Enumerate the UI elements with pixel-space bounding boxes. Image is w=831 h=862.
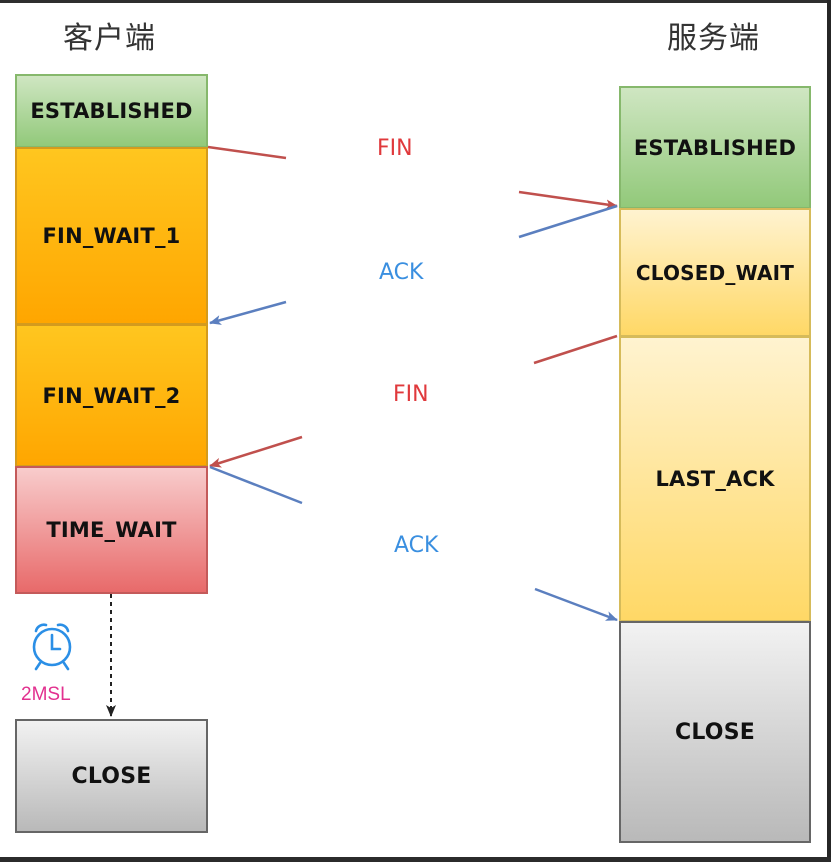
ack-2-arrow-start: [209, 465, 303, 505]
ack-1-arrow-start: [518, 204, 618, 239]
ack-1-arrow-head: [209, 300, 287, 325]
message-label-fin-2: FIN: [393, 382, 429, 407]
server-state-close: CLOSE: [619, 621, 811, 843]
window-edge-bottom: [0, 857, 831, 862]
server-column-title: 服务端: [667, 21, 760, 56]
window-edge-right: [827, 0, 831, 862]
server-state-closed-wait: CLOSED_WAIT: [619, 208, 811, 337]
message-label-ack-2: ACK: [394, 533, 439, 558]
fin-1-arrow-head: [518, 190, 618, 210]
client-state-close: CLOSE: [15, 719, 208, 833]
client-column-title: 客户端: [63, 21, 156, 56]
alarm-clock-icon: [32, 623, 72, 671]
client-state-fin-wait-2: FIN_WAIT_2: [15, 324, 208, 467]
client-state-established: ESTABLISHED: [15, 74, 208, 148]
message-label-ack-1: ACK: [379, 260, 424, 285]
diagram-canvas: 客户端 服务端 ESTABLISHED FIN_WAIT_1 FIN_WAIT_…: [0, 3, 827, 857]
ack-2-arrow-head: [534, 587, 618, 622]
fin-2-arrow-head: [209, 435, 303, 468]
client-state-fin-wait-1: FIN_WAIT_1: [15, 147, 208, 325]
fin-1-arrow-start: [207, 145, 287, 160]
server-state-established: ESTABLISHED: [619, 86, 811, 209]
message-label-fin-1: FIN: [377, 136, 413, 161]
fin-2-arrow-start: [533, 334, 618, 365]
client-state-time-wait: TIME_WAIT: [15, 466, 208, 594]
server-state-last-ack: LAST_ACK: [619, 336, 811, 622]
timer-label: 2MSL: [21, 684, 71, 705]
